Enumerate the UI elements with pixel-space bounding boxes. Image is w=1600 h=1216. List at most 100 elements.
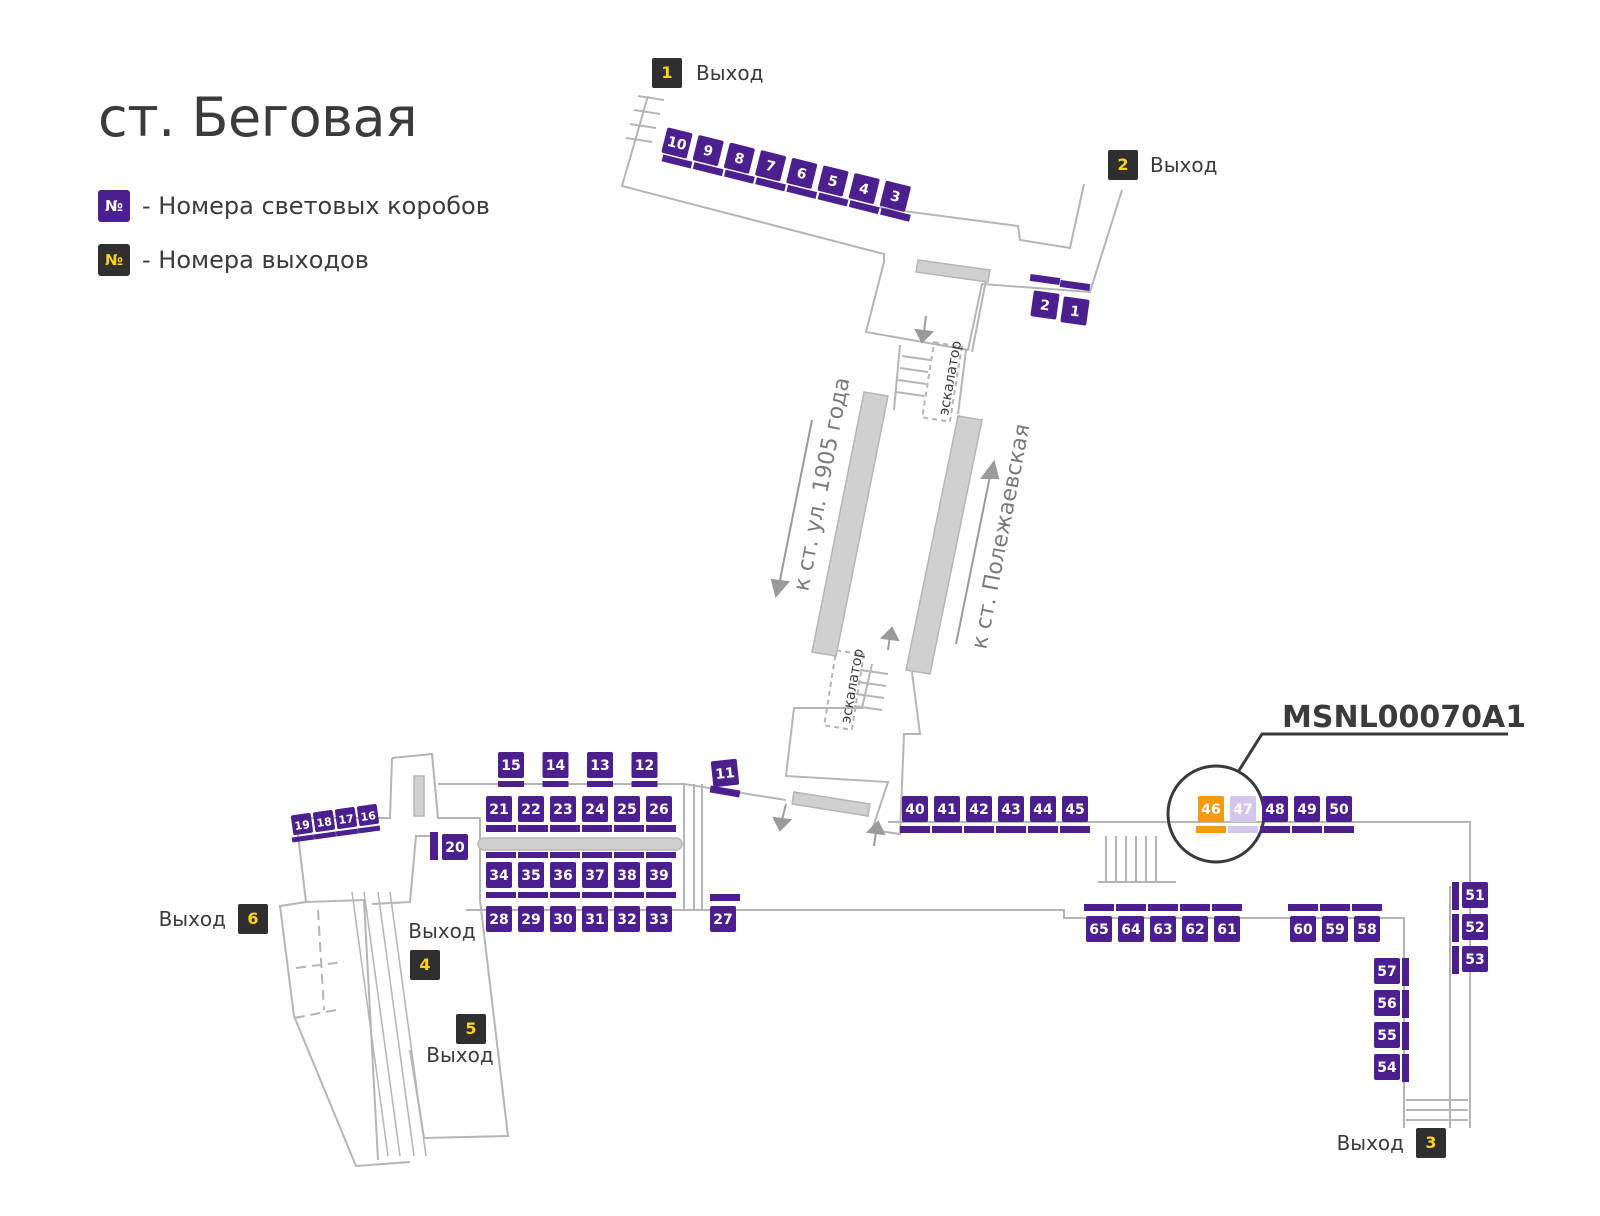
lightbox-19: 19 bbox=[290, 812, 314, 836]
legend-exit-text: - Номера выходов bbox=[142, 246, 369, 274]
lightbox-bar bbox=[755, 177, 787, 192]
lightbox-42-number: 42 bbox=[969, 802, 988, 818]
lightbox-63-number: 63 bbox=[1153, 922, 1172, 938]
lightbox-62: 62 bbox=[1182, 916, 1208, 942]
exit-1: 1 bbox=[652, 58, 682, 88]
lightbox-bar bbox=[498, 781, 524, 787]
platforms bbox=[413, 259, 991, 851]
exit-3: 3 bbox=[1416, 1128, 1446, 1158]
lightbox-bar bbox=[710, 894, 740, 901]
lightbox-bar bbox=[1116, 904, 1146, 911]
lightbox-bar bbox=[661, 154, 693, 169]
lightbox-45-number: 45 bbox=[1065, 802, 1084, 818]
lightbox-bar bbox=[1228, 826, 1258, 833]
lightbox-38-number: 38 bbox=[617, 868, 636, 884]
lightbox-54-number: 54 bbox=[1377, 1060, 1397, 1076]
lightbox-58: 58 bbox=[1354, 916, 1380, 942]
lightbox-bar bbox=[1028, 826, 1058, 833]
lightbox-49-number: 49 bbox=[1297, 802, 1316, 818]
highlight-code: MSNL00070A1 bbox=[1282, 700, 1527, 735]
lightbox-4: 4 bbox=[848, 173, 880, 204]
lightbox-24-number: 24 bbox=[585, 802, 605, 818]
lightbox-35-number: 35 bbox=[521, 868, 540, 884]
lightbox-53: 53 bbox=[1462, 946, 1488, 972]
lightbox-bar bbox=[709, 785, 741, 798]
lightbox-34-number: 34 bbox=[489, 868, 509, 884]
lightbox-bar bbox=[1402, 1054, 1409, 1082]
lightbox-23-number: 23 bbox=[553, 802, 572, 818]
lightbox-61: 61 bbox=[1214, 916, 1240, 942]
lightbox-bar bbox=[313, 831, 337, 840]
lightbox-21-number: 21 bbox=[489, 802, 508, 818]
lightbox-bar bbox=[486, 825, 516, 832]
exit-1-number: 1 bbox=[661, 63, 672, 82]
lightbox-49: 49 bbox=[1294, 796, 1320, 822]
lightbox-bar bbox=[646, 825, 676, 832]
lightbox-52: 52 bbox=[1462, 914, 1488, 940]
lightbox-bar bbox=[646, 852, 676, 858]
lightbox-bar bbox=[518, 852, 548, 858]
lightbox-55-number: 55 bbox=[1377, 1028, 1396, 1044]
lightbox-bar bbox=[1084, 904, 1114, 911]
lightbox-15-number: 15 bbox=[501, 758, 520, 774]
station-title: ст. Беговая bbox=[98, 86, 418, 149]
exit-6: 6 bbox=[238, 904, 268, 934]
lightbox-5-number: 5 bbox=[826, 173, 839, 191]
lightbox-23: 23 bbox=[550, 796, 576, 822]
lightbox-28-number: 28 bbox=[489, 912, 508, 928]
lightbox-41-number: 41 bbox=[937, 802, 956, 818]
lightbox-bar bbox=[900, 826, 930, 833]
lightbox-bar bbox=[996, 826, 1026, 833]
lightbox-5: 5 bbox=[817, 165, 849, 197]
lightbox-13: 13 bbox=[587, 752, 613, 778]
lightbox-bar bbox=[614, 852, 644, 858]
lightbox-13-number: 13 bbox=[590, 758, 609, 774]
lightbox-6: 6 bbox=[786, 158, 818, 189]
lightbox-12: 12 bbox=[631, 752, 658, 778]
lightbox-bar bbox=[542, 781, 569, 787]
lightbox-bar bbox=[550, 825, 580, 832]
exit-6-number: 6 bbox=[247, 909, 258, 928]
lightbox-50: 50 bbox=[1326, 796, 1352, 822]
lightbox-bar bbox=[1452, 946, 1459, 974]
escalator-frame-south bbox=[823, 649, 865, 731]
exit-3-number: 3 bbox=[1425, 1133, 1436, 1152]
lightbox-bar bbox=[1060, 826, 1090, 833]
lightbox-bar bbox=[692, 162, 724, 177]
lightbox-59: 59 bbox=[1322, 916, 1348, 942]
lightbox-3: 3 bbox=[880, 180, 911, 212]
lightbox-bar bbox=[1402, 990, 1409, 1018]
lightbox-39-number: 39 bbox=[649, 868, 668, 884]
lightbox-59-number: 59 bbox=[1325, 922, 1344, 938]
station-outline bbox=[278, 95, 1471, 1168]
lightbox-48-number: 48 bbox=[1265, 802, 1284, 818]
exit-4-number: 4 bbox=[419, 955, 430, 974]
lightbox-29-number: 29 bbox=[521, 912, 540, 928]
lightbox-54: 54 bbox=[1374, 1054, 1400, 1080]
lightbox-47-paired: 47 bbox=[1230, 796, 1256, 822]
lightbox-bar bbox=[614, 825, 644, 832]
lightbox-32: 32 bbox=[614, 906, 640, 932]
lightbox-bar bbox=[357, 825, 381, 834]
legend-lightbox: № - Номера световых коробов bbox=[98, 190, 490, 222]
lightbox-bar bbox=[587, 781, 613, 787]
lightbox-42: 42 bbox=[966, 796, 992, 822]
lightbox-bar bbox=[550, 892, 580, 898]
lightbox-17-number: 17 bbox=[338, 812, 355, 827]
lightbox-39: 39 bbox=[646, 862, 672, 888]
lightbox-bar bbox=[1402, 958, 1409, 986]
lightbox-31-number: 31 bbox=[585, 912, 604, 928]
exit-2-label: Выход bbox=[1150, 153, 1217, 177]
lightbox-27: 27 bbox=[710, 906, 736, 932]
lightbox-6-number: 6 bbox=[795, 165, 808, 183]
lightbox-34: 34 bbox=[486, 862, 512, 888]
lightbox-11: 11 bbox=[710, 758, 740, 788]
lightbox-44: 44 bbox=[1030, 796, 1056, 822]
lightbox-56-number: 56 bbox=[1377, 996, 1396, 1012]
lightbox-bar bbox=[848, 200, 880, 215]
lightbox-bar bbox=[1352, 904, 1382, 911]
lightbox-bar bbox=[335, 828, 359, 837]
exit-3-label: Выход bbox=[1337, 1131, 1404, 1155]
lightbox-15: 15 bbox=[498, 752, 524, 778]
escalator-label-north: эскалатор bbox=[936, 339, 965, 416]
